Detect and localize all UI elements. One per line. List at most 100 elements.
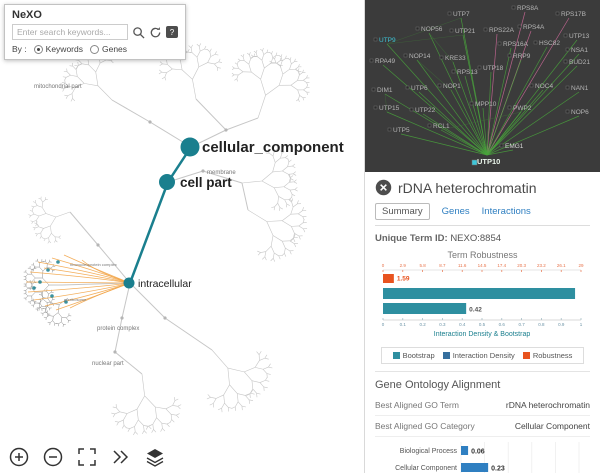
- radio-keywords-label: Keywords: [45, 44, 83, 54]
- svg-text:29: 29: [578, 263, 584, 268]
- help-icon[interactable]: ?: [166, 26, 178, 38]
- table-row: Best Aligned GO Category Cellular Compon…: [375, 416, 590, 437]
- gene-node-label[interactable]: NOC4: [535, 83, 553, 90]
- app-title: NeXO: [12, 9, 42, 21]
- term-label[interactable]: membrane: [207, 170, 236, 176]
- radio-genes-dot[interactable]: [89, 44, 99, 54]
- details-tabs: Summary Genes Interactions: [375, 203, 590, 226]
- term-label[interactable]: cellular_component: [202, 139, 344, 156]
- zoom-out-icon[interactable]: [42, 446, 64, 468]
- term-label[interactable]: nuclear part: [92, 361, 124, 367]
- unique-term-id-value: NEXO:8854: [450, 233, 502, 244]
- term-label[interactable]: preribosome: [64, 297, 87, 302]
- gene-node-label[interactable]: DIM1: [377, 87, 393, 94]
- tab-summary[interactable]: Summary: [375, 203, 430, 220]
- svg-text:0.1: 0.1: [400, 322, 407, 327]
- term-details-panel: rDNA heterochromatin Summary Genes Inter…: [365, 172, 600, 473]
- legend-item-interaction-density: Interaction Density: [442, 351, 515, 360]
- svg-text:0.8: 0.8: [538, 322, 545, 327]
- svg-text:0.6: 0.6: [499, 322, 506, 327]
- gene-node-label[interactable]: RPS8A: [517, 5, 539, 12]
- term-node[interactable]: [180, 137, 200, 157]
- robustness-bar: [383, 288, 576, 299]
- gene-node-label[interactable]: NAN1: [571, 85, 589, 92]
- gene-node-label[interactable]: PWP2: [513, 105, 532, 112]
- legend-item-bootstrap: Bootstrap: [392, 351, 435, 360]
- gene-node-label[interactable]: UTP6: [411, 85, 428, 92]
- gene-node-label[interactable]: UTP15: [379, 105, 400, 112]
- gene-node-label[interactable]: RCL1: [433, 123, 450, 130]
- zoom-in-icon[interactable]: [8, 446, 30, 468]
- term-node[interactable]: [123, 277, 135, 289]
- gene-node-label[interactable]: RPS13: [457, 69, 478, 76]
- svg-text:0: 0: [382, 263, 385, 268]
- robustness-bar: [383, 303, 467, 314]
- gene-node-label[interactable]: NOP14: [409, 53, 431, 60]
- divider: [375, 371, 590, 372]
- svg-text:8.7: 8.7: [439, 263, 446, 268]
- term-label[interactable]: mitochondrial part: [34, 84, 82, 90]
- gene-node-label[interactable]: NOP1: [443, 83, 461, 90]
- robustness-chart-title: Term Robustness: [447, 250, 518, 260]
- table-row: Best Aligned GO Term rDNA heterochromati…: [375, 395, 590, 416]
- search-by-label: By :: [12, 44, 27, 54]
- gene-node-label[interactable]: UTP21: [455, 28, 476, 35]
- radio-keywords[interactable]: Keywords: [33, 44, 83, 54]
- term-label[interactable]: ribonucleoprotein complex: [70, 262, 117, 267]
- go-category-value: Cellular Component: [514, 421, 590, 431]
- gene-node-label[interactable]: RRP9: [513, 53, 531, 60]
- term-label[interactable]: intracellular: [138, 278, 192, 290]
- gene-node-label[interactable]: KRE33: [445, 55, 466, 62]
- gene-node-label[interactable]: EMG1: [505, 143, 524, 150]
- tab-interactions[interactable]: Interactions: [481, 206, 531, 217]
- svg-text:0.7: 0.7: [518, 322, 525, 327]
- gene-node-label[interactable]: RPS17B: [561, 11, 586, 18]
- go-term-label: Best Aligned GO Term: [375, 400, 459, 410]
- radio-genes[interactable]: Genes: [89, 44, 127, 54]
- reset-icon[interactable]: [149, 26, 162, 39]
- svg-text:2.9: 2.9: [400, 263, 407, 268]
- robustness-legend: Bootstrap Interaction Density Robustness: [381, 347, 584, 364]
- gene-node-label[interactable]: UTP13: [569, 33, 590, 40]
- svg-text:0.4: 0.4: [459, 322, 466, 327]
- robustness-legend-label: Robustness: [532, 351, 573, 360]
- gene-node-label[interactable]: UTP10: [477, 157, 500, 166]
- gene-node-label[interactable]: RPS4A: [523, 24, 545, 31]
- gene-node-label[interactable]: UTP5: [393, 127, 410, 134]
- gene-node-label[interactable]: NOP56: [421, 26, 443, 33]
- gene-node-label[interactable]: HSC82: [539, 40, 560, 47]
- term-node[interactable]: [159, 174, 175, 190]
- gene-node-label[interactable]: NOP6: [571, 109, 589, 116]
- gene-network-canvas[interactable]: UTP7 RPS8A RPS17B NOP56 UTP21 RPS22A RPS4A UTP1…: [365, 0, 600, 172]
- gene-node-label[interactable]: UTP18: [483, 65, 504, 72]
- svg-text:17.4: 17.4: [497, 263, 506, 268]
- term-label[interactable]: cell part: [180, 175, 232, 190]
- gene-node-label[interactable]: NSA1: [571, 47, 588, 54]
- close-icon[interactable]: [375, 179, 392, 196]
- tab-genes[interactable]: Genes: [441, 206, 470, 217]
- layers-icon[interactable]: [144, 446, 166, 468]
- fit-view-icon[interactable]: [76, 446, 98, 468]
- robustness-axis-label: Interaction Density & Bootstrap: [434, 331, 531, 338]
- term-label[interactable]: protein complex: [97, 326, 139, 332]
- svg-text:0.06: 0.06: [471, 449, 485, 456]
- search-icon[interactable]: [132, 26, 145, 39]
- gene-node-label[interactable]: UTP22: [415, 107, 436, 114]
- svg-text:11.6: 11.6: [458, 263, 467, 268]
- gene-node-label[interactable]: BUD21: [569, 59, 590, 66]
- gene-node-label[interactable]: RPS16A: [503, 41, 529, 48]
- expand-icon[interactable]: [110, 446, 132, 468]
- radio-keywords-dot[interactable]: [33, 44, 43, 54]
- gene-node-label[interactable]: RPS22A: [489, 27, 515, 34]
- svg-text:20.3: 20.3: [517, 263, 526, 268]
- gene-node-label[interactable]: UTP7: [453, 11, 470, 18]
- search-input[interactable]: [12, 24, 128, 40]
- go-alignment-title: Gene Ontology Alignment: [375, 379, 501, 391]
- gene-node-label[interactable]: UTP9: [379, 37, 396, 44]
- interaction-density-swatch: [442, 352, 450, 359]
- gene-node-label[interactable]: MPP10: [475, 101, 497, 108]
- gene-node-label[interactable]: RPA49: [375, 58, 395, 65]
